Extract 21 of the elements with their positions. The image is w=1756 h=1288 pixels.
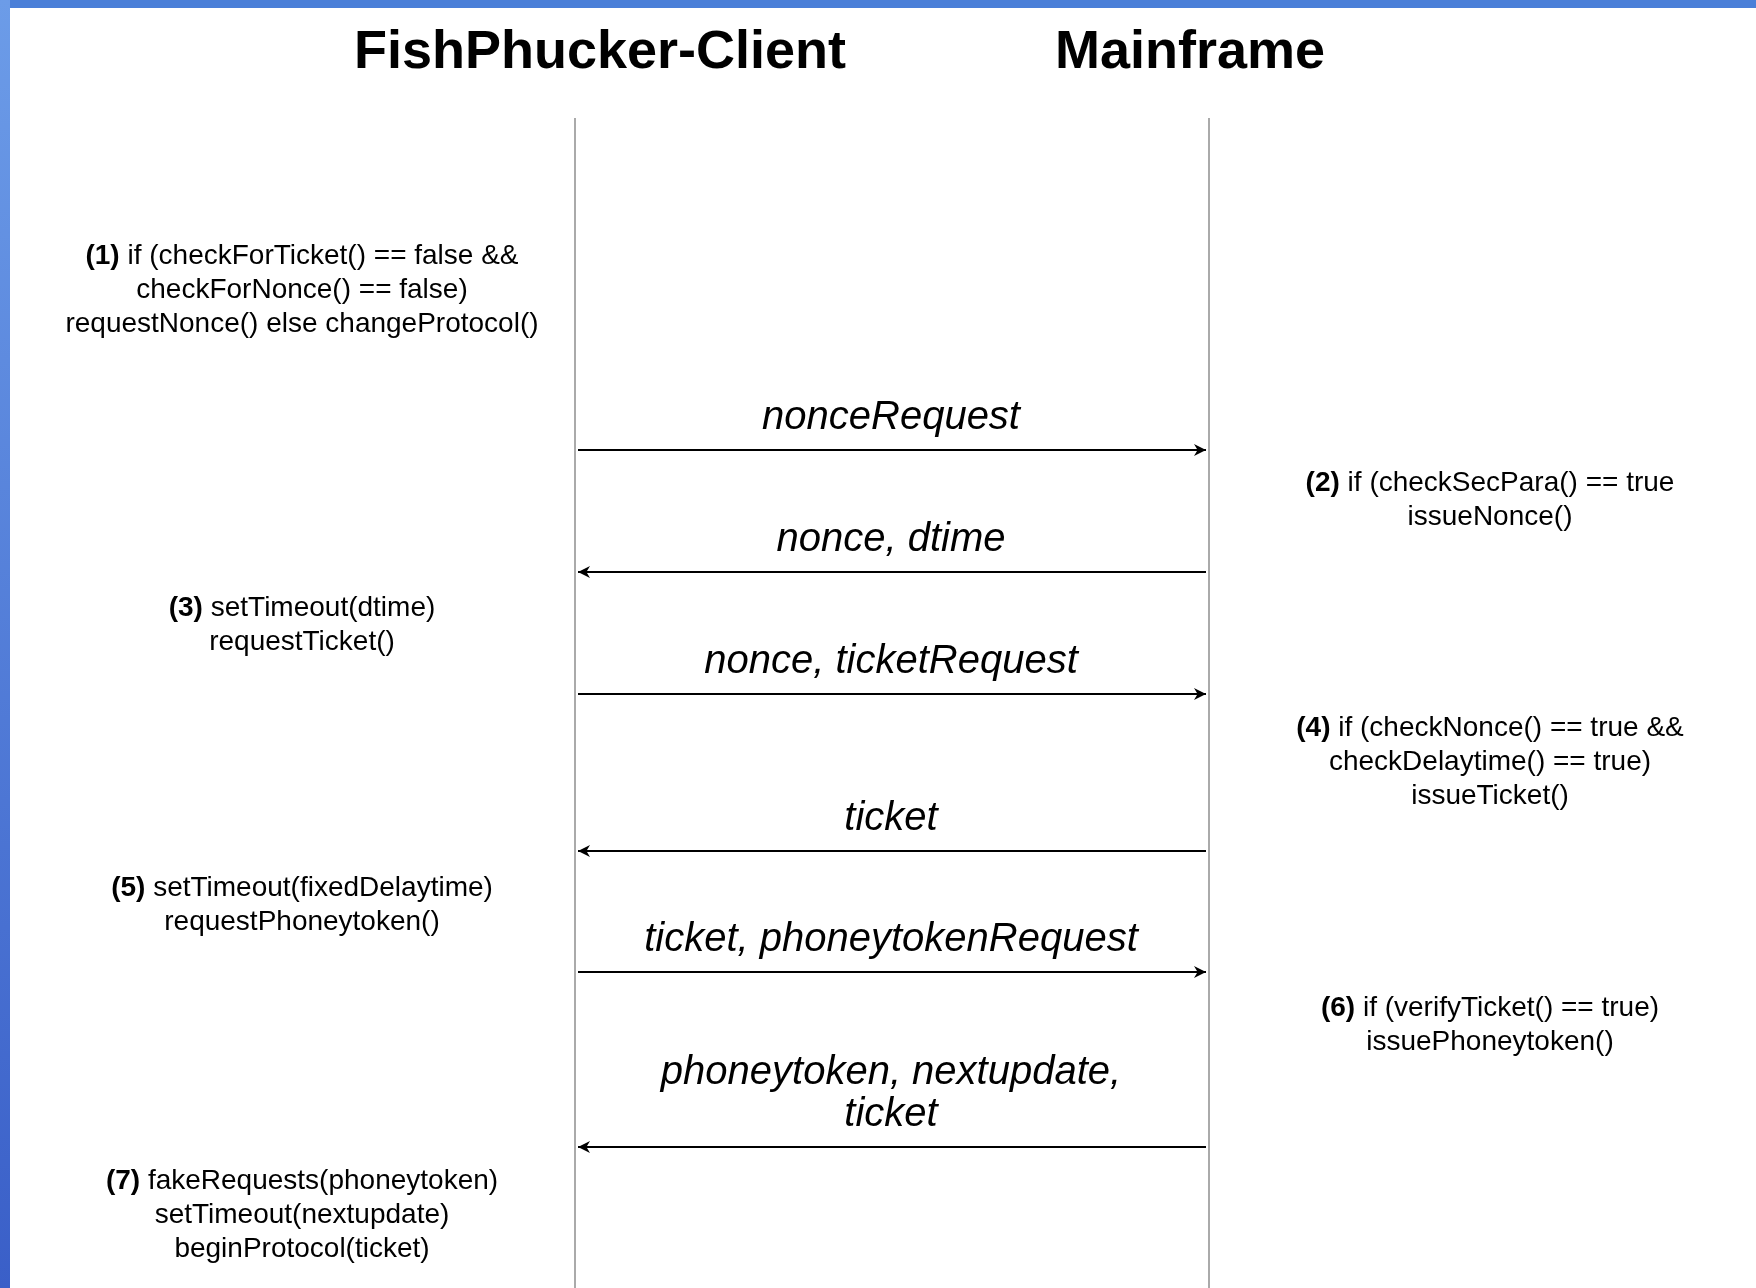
- message-arrow: [577, 966, 1207, 978]
- lifeline-header: Mainframe: [1055, 18, 1326, 80]
- step-note: (1) if (checkForTicket() == false && checkForNonce() == false) requestNonce() else changeProtocol(): [64, 238, 540, 340]
- message-label: nonce, ticketRequest: [703, 638, 1080, 680]
- message-label: nonce, dtime: [775, 516, 1007, 558]
- message-arrow: [577, 566, 1207, 578]
- step-note: (3) setTimeout(dtime) requestTicket(): [167, 590, 437, 658]
- message-arrow: [577, 845, 1207, 857]
- message-label: ticket: [843, 795, 940, 837]
- message-arrow: [577, 1141, 1207, 1153]
- step-note: (2) if (checkSecPara() == true issueNonce(): [1304, 465, 1676, 533]
- message-arrow: [577, 688, 1207, 700]
- step-note: (4) if (checkNonce() == true && checkDelaytime() == true) issueTicket(): [1295, 710, 1685, 812]
- message-label: phoneytoken, nextupdate, ticket: [659, 1049, 1123, 1133]
- step-note: (6) if (verifyTicket() == true) issuePhoneytoken(): [1319, 990, 1661, 1058]
- message-arrow: [577, 444, 1207, 456]
- step-note: (5) setTimeout(fixedDelaytime) requestPhoneytoken(): [110, 870, 494, 938]
- message-label: ticket, phoneytokenRequest: [643, 916, 1140, 958]
- message-label: nonceRequest: [761, 394, 1022, 436]
- step-note: (7) fakeRequests(phoneytoken) setTimeout(nextupdate) beginProtocol(ticket): [104, 1163, 500, 1265]
- lifeline-header: FishPhucker-Client: [354, 18, 847, 80]
